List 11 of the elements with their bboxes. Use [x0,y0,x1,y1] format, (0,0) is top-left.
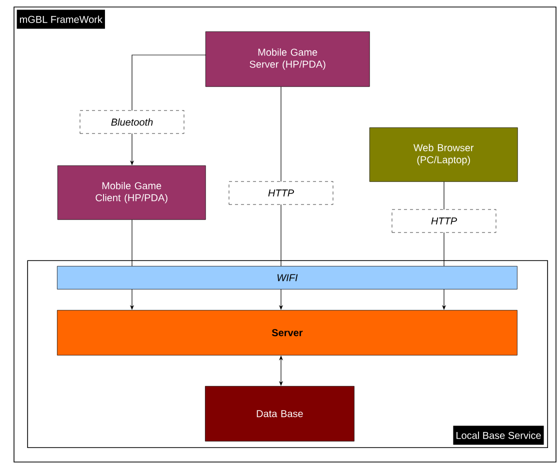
heading-label: mGBL FrameWork [16,10,105,29]
component-box: Data Base [205,386,354,442]
server-box: Server [57,310,518,356]
component-box: Web Browser (PC/Laptop) [369,127,518,182]
component-box: Mobile Game Server (HP/PDA) [205,31,370,87]
edge-label: Bluetooth [80,110,184,134]
edge-label: HTTP [392,209,496,233]
network-bar: WIFI [57,266,518,290]
heading-label: Local Base Service [453,426,544,445]
component-box: Mobile Game Client (HP/PDA) [57,165,206,220]
edge-label: HTTP [228,181,334,205]
